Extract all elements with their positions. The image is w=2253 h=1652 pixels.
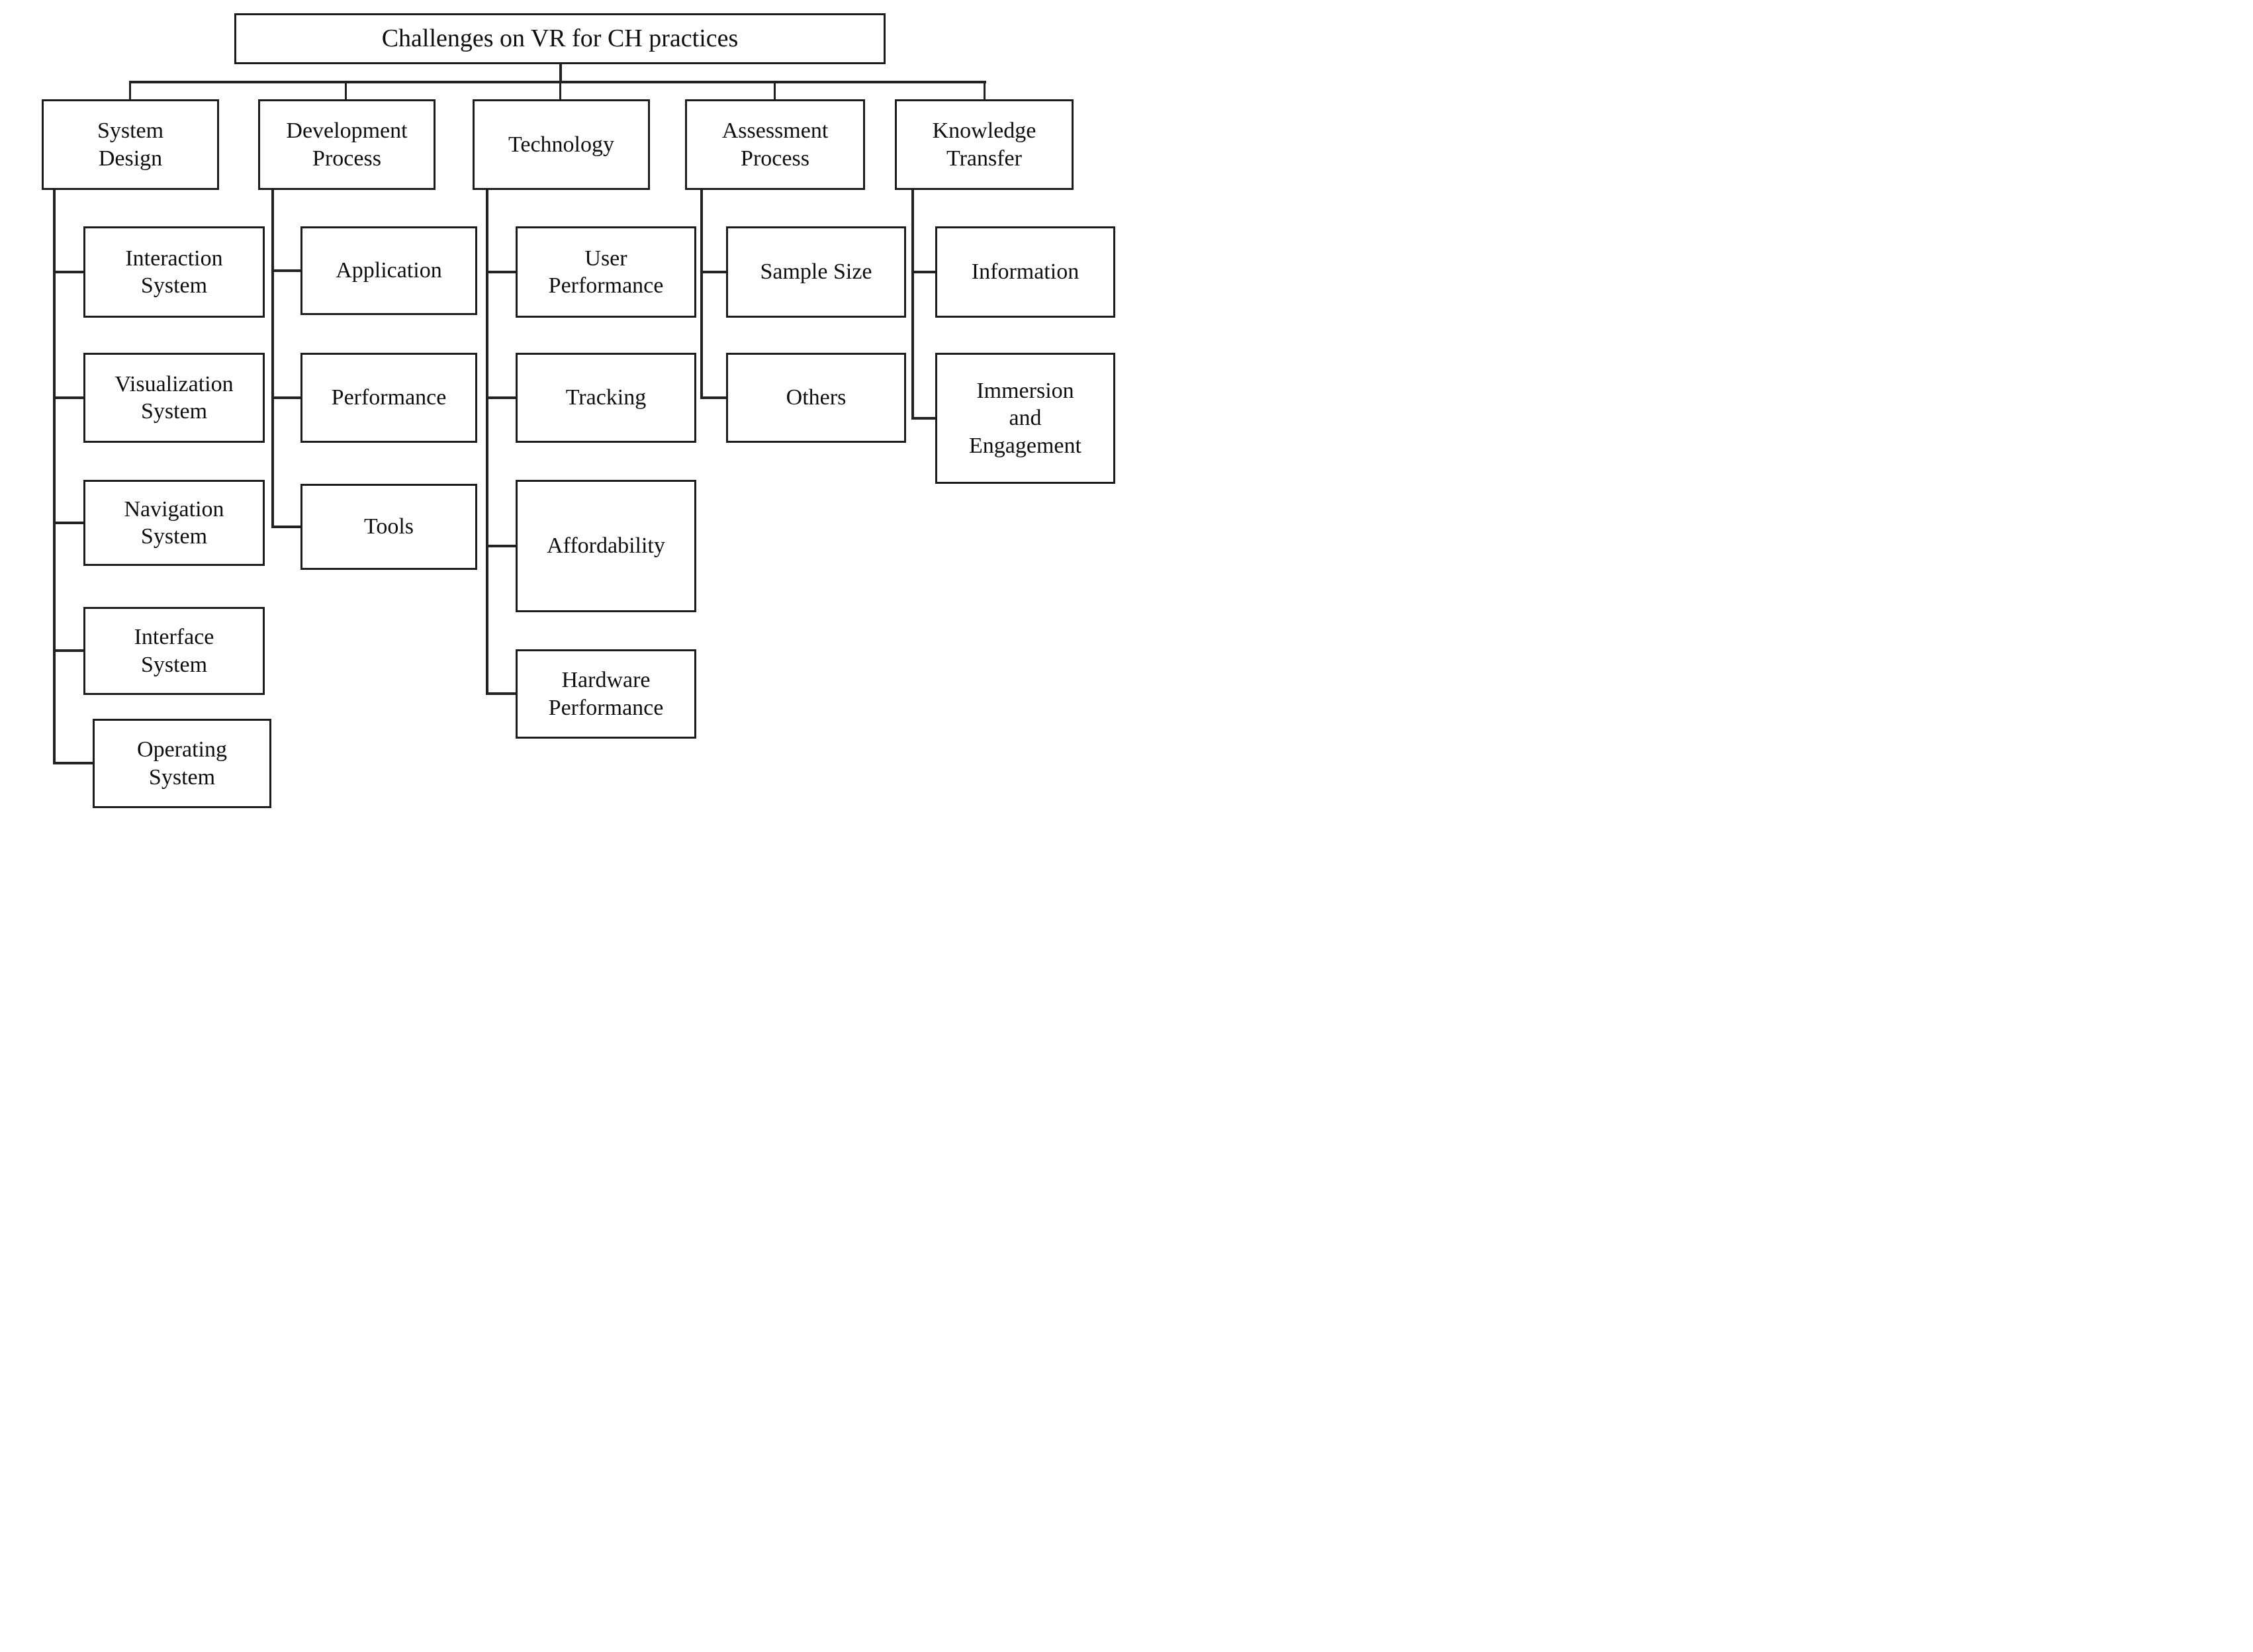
tools-label: Tools: [363, 514, 414, 539]
stub-col1-interface: [53, 649, 85, 652]
stub-col2-application: [271, 269, 302, 272]
node-knowledge-transfer: Knowledge Transfer: [895, 99, 1074, 190]
stub-col3-affordability: [486, 545, 517, 547]
connector-drop-col3: [559, 82, 561, 100]
information-label: Information: [971, 259, 1080, 285]
node-interaction-system: Interaction System: [83, 226, 265, 318]
node-root-title: Challenges on VR for CH practices: [234, 13, 886, 64]
tracking-label: Tracking: [565, 385, 647, 410]
node-information: Information: [935, 226, 1115, 318]
node-assessment-process: Assessment Process: [685, 99, 865, 190]
node-system-design: System Design: [42, 99, 219, 190]
connector-drop-col1: [129, 82, 131, 100]
stub-col1-operating: [53, 762, 94, 764]
connector-drop-col4: [774, 82, 776, 100]
node-application: Application: [300, 226, 477, 315]
others-label: Others: [786, 385, 847, 410]
org-chart: Challenges on VR for CH practices System…: [0, 0, 1126, 826]
operating-system-label: Operating System: [137, 737, 227, 790]
trunk-col5: [911, 189, 914, 420]
interface-system-label: Interface System: [134, 625, 214, 677]
stub-col5-information: [911, 271, 937, 273]
trunk-col2: [271, 189, 274, 528]
node-user-performance: User Performance: [516, 226, 696, 318]
stub-col3-tracking: [486, 396, 517, 399]
knowledge-transfer-label: Knowledge Transfer: [932, 118, 1036, 171]
node-immersion-engagement: Immersion and Engagement: [935, 353, 1115, 484]
node-hardware-performance: Hardware Performance: [516, 649, 696, 739]
stub-col1-navigation: [53, 522, 85, 524]
trunk-col4: [700, 189, 703, 399]
stub-col3-user-performance: [486, 271, 517, 273]
hardware-performance-label: Hardware Performance: [548, 668, 664, 720]
connector-drop-col2: [345, 82, 347, 100]
node-visualization-system: Visualization System: [83, 353, 265, 443]
node-development-process: Development Process: [258, 99, 436, 190]
connector-drop-col5: [984, 82, 986, 100]
node-others: Others: [726, 353, 906, 443]
sample-size-label: Sample Size: [760, 259, 872, 285]
stub-col1-interaction: [53, 271, 85, 273]
node-operating-system: Operating System: [93, 719, 271, 808]
performance-label: Performance: [331, 385, 447, 410]
affordability-label: Affordability: [547, 533, 665, 559]
trunk-col3: [486, 189, 488, 695]
system-design-label: System Design: [97, 118, 164, 171]
navigation-system-label: Navigation System: [124, 496, 224, 549]
node-interface-system: Interface System: [83, 607, 265, 695]
stub-col5-immersion: [911, 417, 937, 420]
node-tracking: Tracking: [516, 353, 696, 443]
application-label: Application: [336, 258, 442, 283]
stub-col4-sample-size: [700, 271, 727, 273]
technology-label: Technology: [508, 132, 615, 157]
stub-col3-hardware-performance: [486, 692, 517, 695]
node-affordability: Affordability: [516, 480, 696, 612]
assessment-process-label: Assessment Process: [721, 118, 829, 171]
trunk-col1: [53, 189, 56, 764]
immersion-engagement-label: Immersion and Engagement: [969, 378, 1081, 458]
user-performance-label: User Performance: [548, 246, 664, 298]
stub-col1-visualization: [53, 396, 85, 399]
connector-root-drop: [559, 64, 562, 83]
interaction-system-label: Interaction System: [125, 246, 223, 298]
node-sample-size: Sample Size: [726, 226, 906, 318]
node-performance: Performance: [300, 353, 477, 443]
stub-col2-tools: [271, 526, 302, 528]
node-tools: Tools: [300, 484, 477, 570]
node-technology: Technology: [473, 99, 650, 190]
development-process-label: Development Process: [286, 118, 408, 171]
connector-main-horizontal: [129, 81, 986, 83]
node-navigation-system: Navigation System: [83, 480, 265, 566]
stub-col4-others: [700, 396, 727, 399]
root-title-label: Challenges on VR for CH practices: [381, 24, 739, 52]
stub-col2-performance: [271, 396, 302, 399]
visualization-system-label: Visualization System: [115, 371, 234, 424]
